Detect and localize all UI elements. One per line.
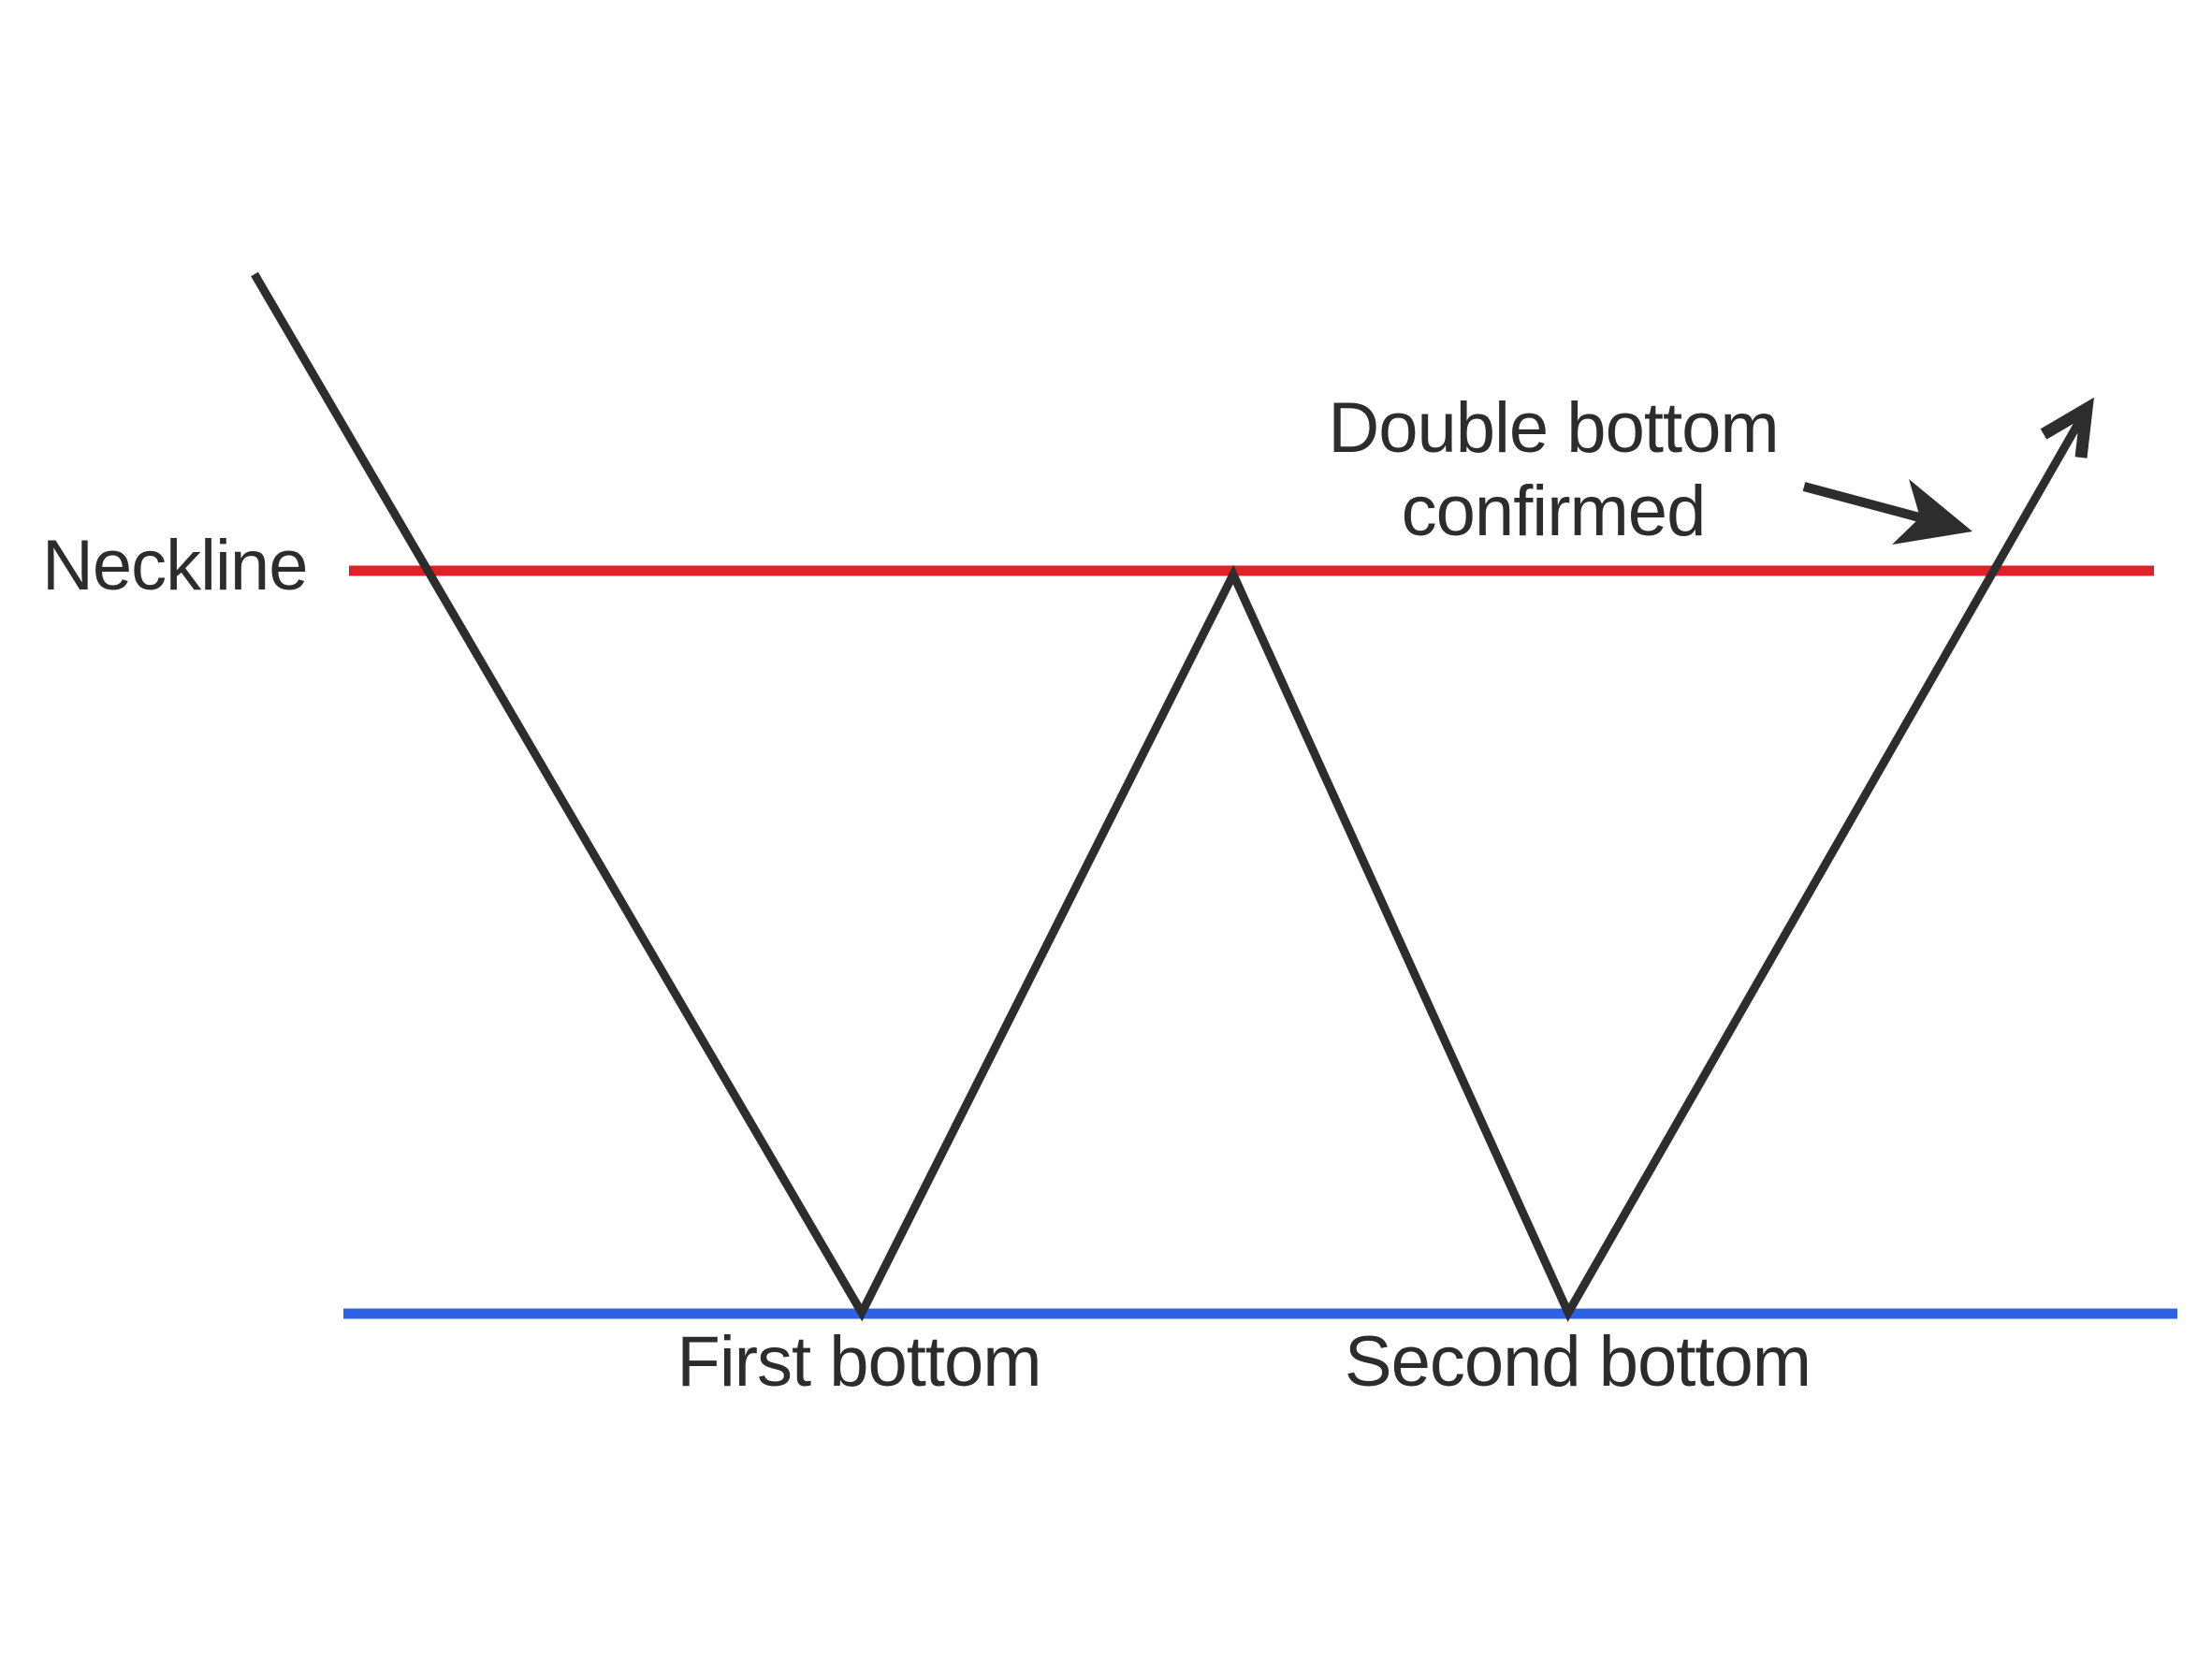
annotation-arrowhead-icon [1892, 479, 1972, 545]
second-bottom-label: Second bottom [1345, 1322, 1811, 1402]
arrow-up-icon [2040, 397, 2094, 458]
annotation-arrow-line [1802, 482, 1925, 523]
first-bottom-label: First bottom [677, 1322, 1041, 1402]
neckline-label: Neckline [42, 526, 307, 605]
price-path [251, 271, 2090, 1322]
annotation-label-line1: Double bottom [1328, 388, 1778, 468]
annotation-label-line2: confirmed [1402, 472, 1706, 551]
